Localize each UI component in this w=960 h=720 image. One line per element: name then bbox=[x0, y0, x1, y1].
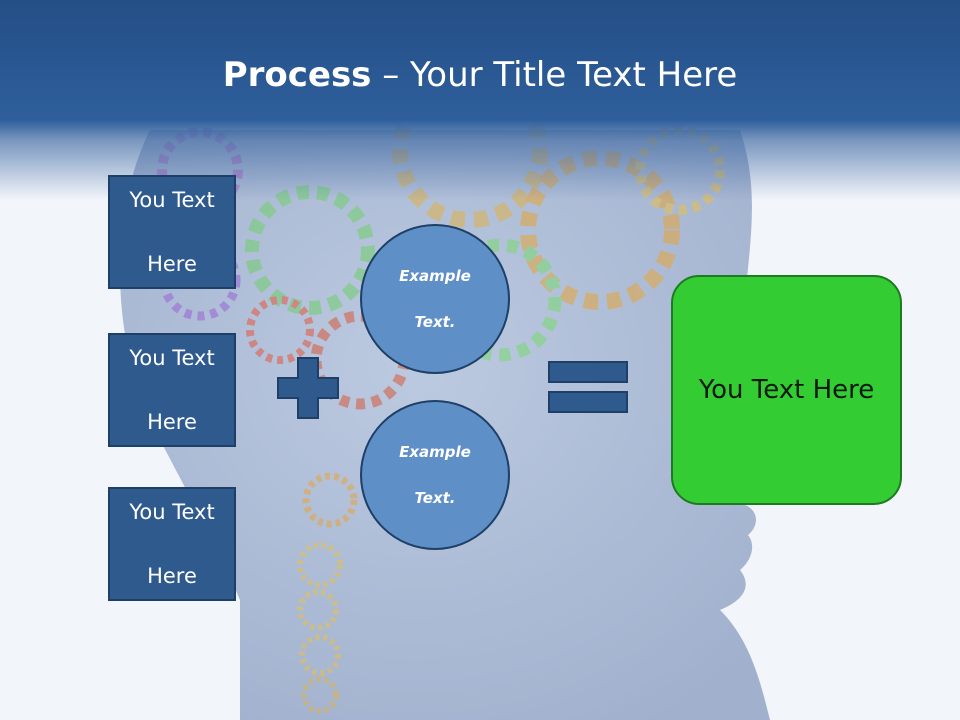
text-box-1-line1: You Text bbox=[129, 188, 215, 212]
circle-1-line1: Example bbox=[399, 266, 471, 285]
circle-2-line1: Example bbox=[399, 442, 471, 461]
title-rest: – Your Title Text Here bbox=[371, 55, 738, 95]
text-box-1-line2: Here bbox=[147, 252, 197, 276]
text-box-2-line1: You Text bbox=[129, 346, 215, 370]
result-box[interactable]: You Text Here bbox=[671, 275, 902, 505]
text-box-2-line2: Here bbox=[147, 410, 197, 434]
text-box-3-line1: You Text bbox=[129, 500, 215, 524]
plus-icon[interactable] bbox=[276, 356, 340, 420]
slide-title: Process – Your Title Text Here bbox=[0, 52, 960, 98]
circle-2-line2: Text. bbox=[414, 488, 456, 507]
equals-icon[interactable] bbox=[548, 360, 628, 416]
circle-1-line2: Text. bbox=[414, 312, 456, 331]
title-bar bbox=[0, 0, 960, 200]
title-bold: Process bbox=[222, 55, 372, 95]
result-text: You Text Here bbox=[698, 375, 875, 405]
text-box-3-line2: Here bbox=[147, 564, 197, 588]
